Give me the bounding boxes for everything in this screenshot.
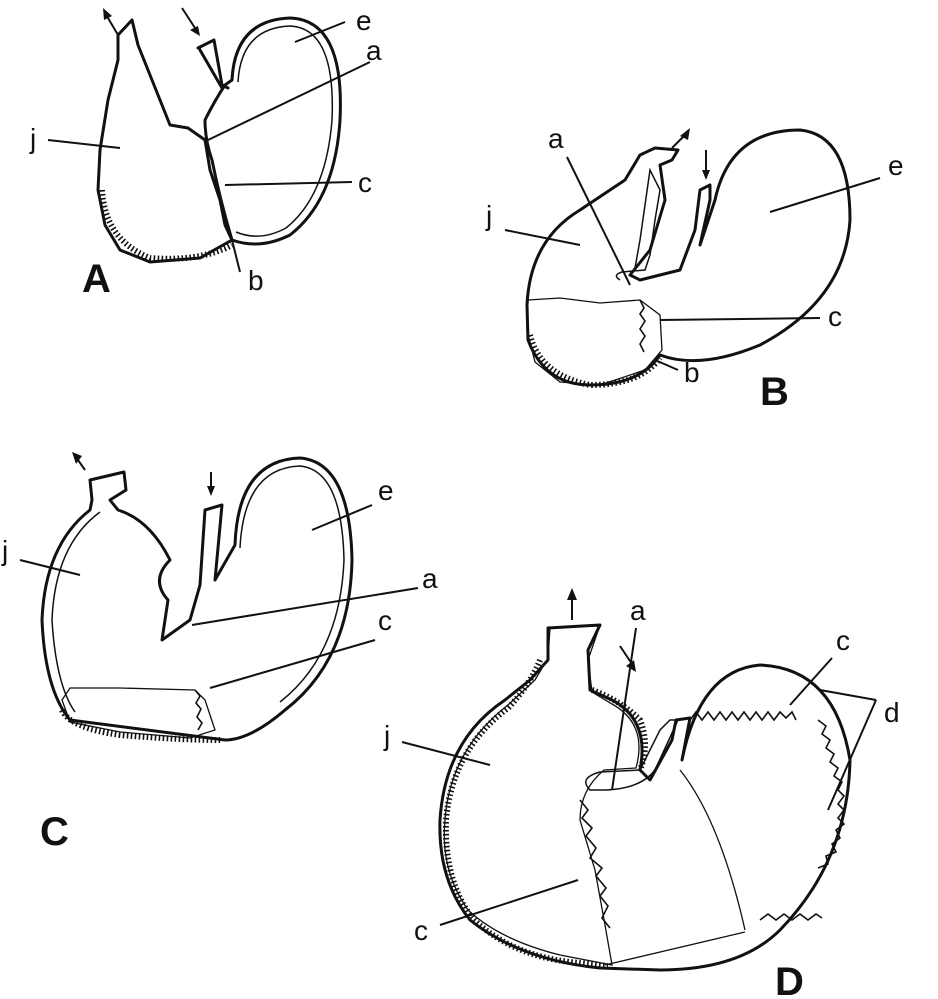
panel-b-label-b: b <box>684 357 700 388</box>
panel-c-label-c: c <box>378 605 392 636</box>
panel-c <box>20 452 418 740</box>
panel-b-label-a: a <box>548 123 564 154</box>
panel-d <box>402 588 876 970</box>
panel-a-letter: A <box>82 257 111 301</box>
panel-c-label-a: a <box>422 563 438 594</box>
panel-a-label-c: c <box>358 167 372 198</box>
panel-b-label-j: j <box>485 200 492 231</box>
panel-a-label-e: e <box>356 5 372 36</box>
panel-d-label-d: d <box>884 697 900 728</box>
panel-c-dotted-region <box>62 688 215 738</box>
panel-c-stomach-outline <box>42 458 352 740</box>
panel-c-letter: C <box>40 810 69 854</box>
panel-b-label-e: e <box>888 150 904 181</box>
panel-d-label-j: j <box>383 720 390 751</box>
panel-d-label-a: a <box>630 595 646 626</box>
panel-a-label-b: b <box>248 265 264 296</box>
panel-c-label-e: e <box>378 475 394 506</box>
panel-d-label-c-top: c <box>836 625 850 656</box>
panel-a-pyloric-region <box>98 20 232 262</box>
panel-a-label-a: a <box>366 35 382 66</box>
panel-b <box>505 128 880 385</box>
panel-b-label-c: c <box>828 301 842 332</box>
panel-d-label-c-bottom: c <box>414 915 428 946</box>
panel-a-label-j: j <box>29 123 36 154</box>
panel-a <box>48 8 370 272</box>
panel-b-letter: B <box>760 370 789 414</box>
panel-c-label-j: j <box>1 535 8 566</box>
panel-d-letter: D <box>775 960 804 999</box>
panel-b-stomach-outline <box>527 130 850 385</box>
